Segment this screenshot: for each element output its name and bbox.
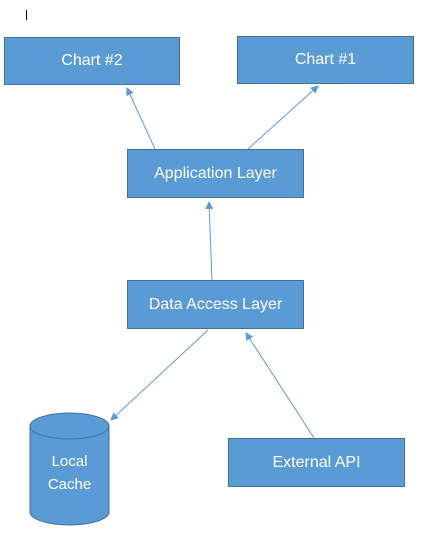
- local-cache-label-line2: Cache: [47, 476, 92, 493]
- data-access-layer-box[interactable]: Data Access Layer: [127, 280, 304, 329]
- arrow-app-to-chart1: [247, 85, 319, 150]
- chart-1-box[interactable]: Chart #1: [237, 36, 414, 84]
- database-cylinder-icon: [29, 412, 110, 526]
- text-cursor: [26, 10, 27, 20]
- arrow-dal-to-cache: [110, 329, 209, 421]
- arrow-api-to-dal: [245, 332, 315, 439]
- external-api-box[interactable]: External API: [228, 438, 405, 487]
- external-api-label: External API: [272, 453, 361, 471]
- arrow-dal-to-app: [205, 201, 214, 281]
- data-access-layer-label: Data Access Layer: [148, 295, 283, 313]
- arrow-app-to-chart2: [126, 87, 156, 150]
- chart-2-label: Chart #2: [61, 52, 123, 70]
- chart-2-box[interactable]: Chart #2: [4, 37, 180, 85]
- local-cache-cylinder[interactable]: Local Cache: [29, 412, 110, 526]
- chart-1-label: Chart #1: [294, 51, 357, 69]
- application-layer-label: Application Layer: [154, 164, 277, 182]
- local-cache-label-line1: Local: [51, 453, 88, 470]
- local-cache-label: Local Cache: [29, 450, 110, 496]
- application-layer-box[interactable]: Application Layer: [127, 149, 304, 198]
